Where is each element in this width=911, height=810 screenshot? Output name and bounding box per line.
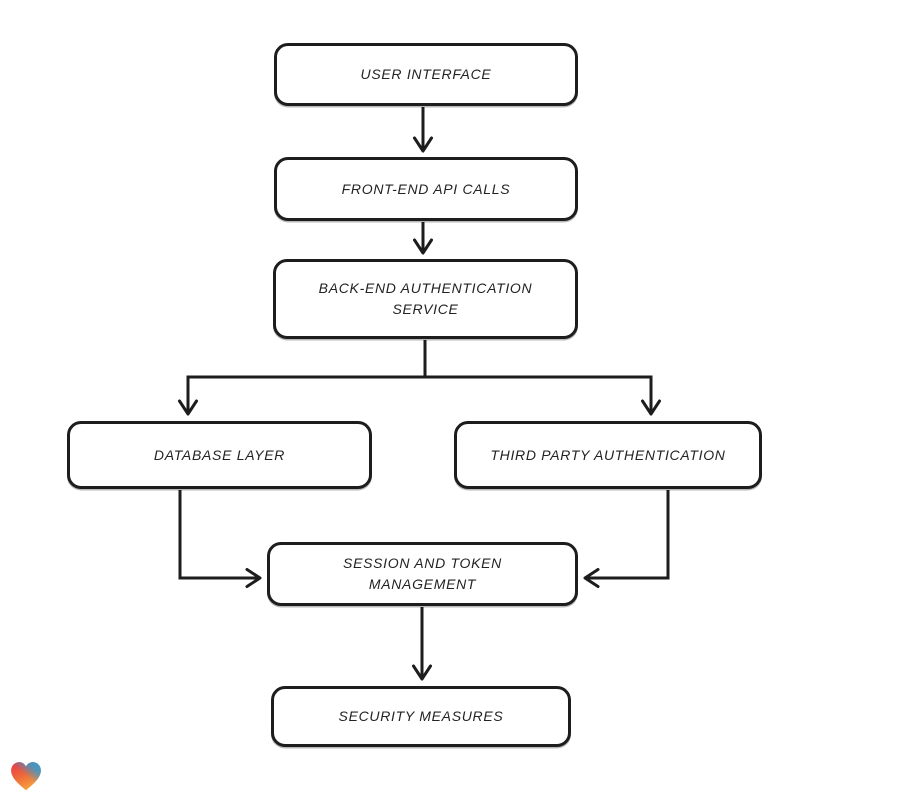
node-label: THIRD PARTY AUTHENTICATION — [490, 446, 726, 463]
node-user-interface[interactable]: USER INTERFACE — [274, 43, 578, 106]
node-label: DATABASE LAYER — [153, 446, 286, 463]
node-session-and-token-management[interactable]: SESSION AND TOKEN MANAGEMENT — [267, 542, 578, 606]
node-front-end-api-calls[interactable]: FRONT-END API CALLS — [274, 157, 578, 221]
node-security-measures[interactable]: SECURITY MEASURES — [271, 686, 571, 747]
node-label: SESSION AND TOKEN MANAGEMENT — [343, 555, 507, 592]
node-label: FRONT-END API CALLS — [341, 180, 511, 197]
node-label: SECURITY MEASURES — [338, 708, 504, 724]
node-third-party-authentication[interactable]: THIRD PARTY AUTHENTICATION — [454, 421, 762, 489]
edge-thirdparty-to-session — [583, 490, 670, 588]
heart-logo-icon[interactable] — [9, 760, 43, 794]
edge-database-to-session — [178, 490, 262, 588]
node-label: USER INTERFACE — [360, 66, 492, 82]
node-label: BACK-END AUTHENTICATION SERVICE — [318, 280, 537, 317]
node-back-end-authentication-service[interactable]: BACK-END AUTHENTICATION SERVICE — [273, 259, 578, 339]
node-database-layer[interactable]: DATABASE LAYER — [67, 421, 372, 489]
